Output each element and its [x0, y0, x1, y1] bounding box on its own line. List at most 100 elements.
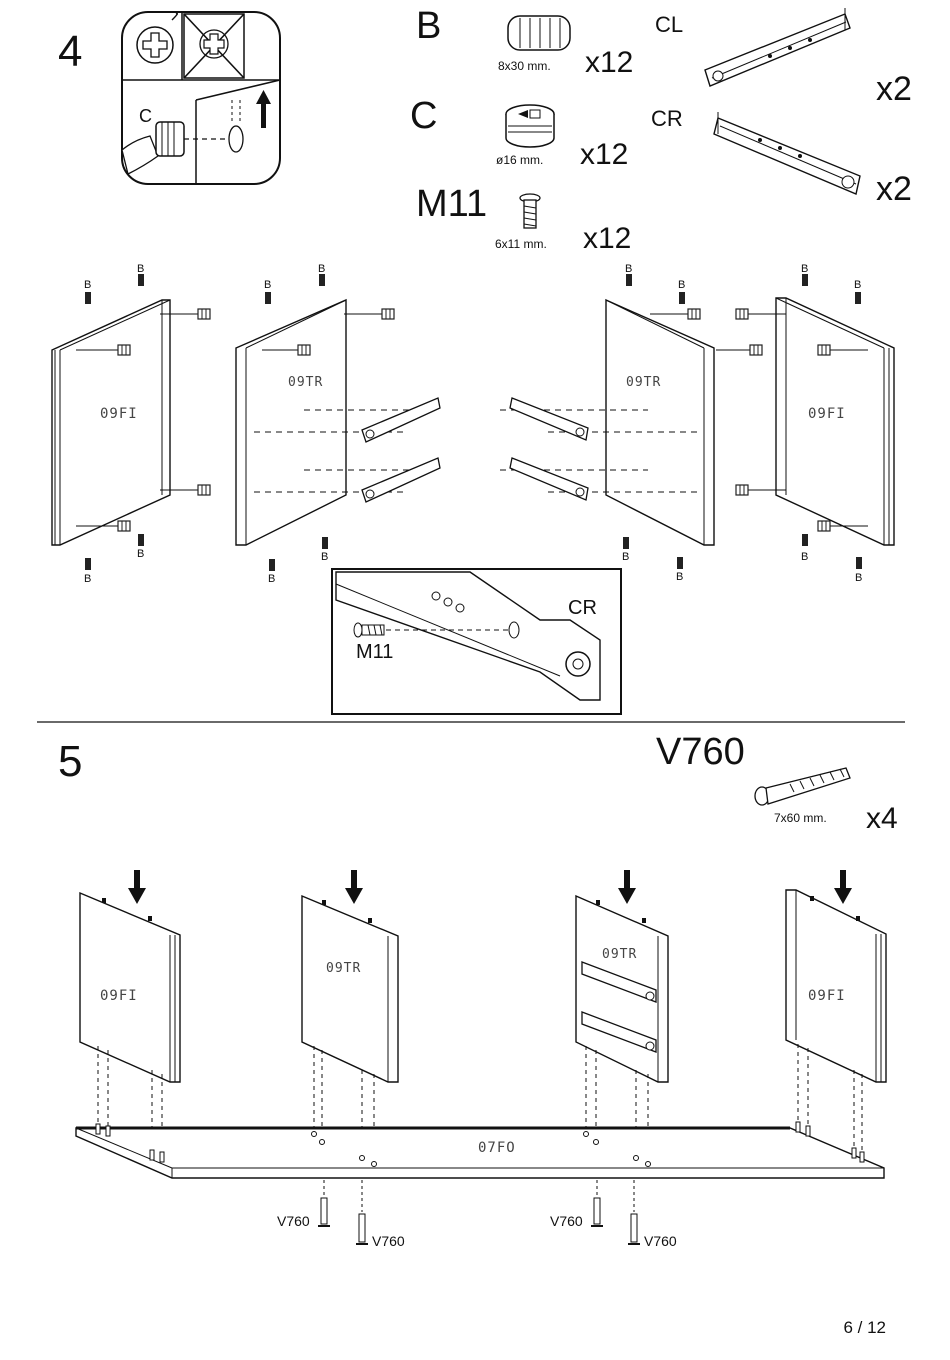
panel-09FI-right-step5: 09FI: [786, 890, 886, 1082]
dowel-marker: B: [84, 279, 91, 304]
confirmat-screw-icon: [628, 1214, 640, 1244]
confirmat-screw-icon: [591, 1198, 603, 1226]
panel-label: 09TR: [326, 961, 361, 976]
dowel-marker: B: [318, 263, 325, 286]
dowel-label: B: [854, 279, 861, 291]
cam-lock-icon: [818, 521, 830, 531]
part-C: C ø16 mm. x12: [410, 95, 628, 171]
cam-lock-icon: [118, 345, 130, 355]
dowel-label: B: [137, 263, 144, 275]
down-arrow-icon: [128, 870, 146, 904]
panel-09TR-left-step5: 09TR: [302, 896, 398, 1082]
panel-label: 09TR: [288, 375, 323, 390]
part-B-code: B: [416, 5, 441, 47]
confirmat-screw-icon: [356, 1214, 368, 1244]
part-B-size: 8x30 mm.: [498, 59, 551, 73]
panel-label: 09TR: [602, 947, 637, 962]
dowel-label: B: [622, 551, 629, 563]
dowel-label: B: [801, 551, 808, 563]
screw-label: V760: [277, 1213, 310, 1229]
screw-icon: [520, 194, 540, 228]
cam-lock-icon: [298, 345, 310, 355]
cam-lock-markers: [76, 309, 868, 531]
dowel-marker: B: [268, 559, 275, 585]
dowel-marker: B: [622, 537, 629, 563]
part-V760: V760 7x60 mm. x4: [656, 731, 898, 835]
dowel-marker: B: [137, 263, 144, 286]
cam-lock-detail: C: [122, 12, 280, 184]
cam-lock-icon: [688, 309, 700, 319]
part-C-code: C: [410, 95, 437, 137]
dowel-label: B: [321, 551, 328, 563]
cam-lock-icon: [506, 105, 554, 147]
part-CR: CR x2: [651, 106, 912, 208]
screw-label: V760: [372, 1233, 405, 1249]
part-CR-code: CR: [651, 106, 683, 131]
down-arrow-icon: [345, 870, 363, 904]
v760-screws: V760 V760 V760 V760: [277, 1180, 677, 1249]
screw-label: V760: [550, 1213, 583, 1229]
dowel-marker: B: [625, 263, 632, 286]
cam-lock-icon: [198, 309, 210, 319]
dowel-label: B: [678, 279, 685, 291]
inset-rail-label: CR: [568, 597, 597, 619]
screw-label: V760: [644, 1233, 677, 1249]
down-arrows: [128, 870, 852, 904]
detail-cam-label: C: [139, 106, 152, 126]
cam-lock-icon: [750, 345, 762, 355]
part-CR-qty: x2: [876, 170, 912, 208]
dowel-marker: B: [855, 557, 862, 584]
rail-icon: [510, 458, 588, 500]
base-panel-label: 07FO: [478, 1140, 516, 1156]
panel-09TR-right-step5: 09TR: [576, 896, 668, 1082]
dowel-label: B: [625, 263, 632, 275]
part-V760-qty: x4: [866, 802, 898, 835]
dowel-label: B: [264, 279, 271, 291]
part-CL-code: CL: [655, 12, 683, 37]
panel-label: 09FI: [100, 988, 138, 1004]
panel-label: 09TR: [626, 375, 661, 390]
part-V760-code: V760: [656, 731, 745, 773]
panel-09TR-left: 09TR: [236, 300, 346, 545]
dowel-marker: B: [676, 557, 683, 583]
step-5-number: 5: [58, 737, 82, 786]
cam-lock-icon: [736, 309, 748, 319]
dowel-marker: B: [137, 534, 144, 560]
rail-icon: [510, 398, 588, 440]
cam-lock-icon: [736, 485, 748, 495]
rail-icon: [362, 398, 440, 442]
dowel-label: B: [801, 263, 808, 275]
rail-right-icon: [714, 112, 860, 194]
confirmat-screw-icon: [755, 768, 850, 805]
page-number: 6 / 12: [843, 1318, 886, 1338]
dowel-label: B: [676, 571, 683, 583]
rail-left-icon: [705, 8, 850, 86]
inset-screw-label: M11: [356, 641, 393, 663]
down-arrow-icon: [834, 870, 852, 904]
part-CL-qty: x2: [876, 70, 912, 108]
down-arrow-icon: [618, 870, 636, 904]
part-C-qty: x12: [580, 138, 628, 171]
part-CL: CL x2: [655, 8, 912, 108]
panel-09FI-left: 09FI: [52, 300, 170, 545]
dowel-marker: B: [854, 279, 861, 304]
dowel-marker: B: [801, 534, 808, 563]
part-M11-qty: x12: [583, 222, 631, 255]
dowel-label: B: [84, 573, 91, 585]
dowel-marker: B: [321, 537, 328, 563]
part-V760-size: 7x60 mm.: [774, 811, 827, 825]
rail-screw-inset: CR M11: [332, 569, 621, 714]
part-M11: M11 6x11 mm. x12: [416, 183, 631, 255]
panel-label: 09FI: [808, 406, 846, 422]
panel-label: 09FI: [100, 406, 138, 422]
no-drill-icon: [184, 14, 244, 78]
dowel-label: B: [855, 572, 862, 584]
panel-label: 09FI: [808, 988, 846, 1004]
dowel-icon: [508, 16, 570, 50]
part-C-size: ø16 mm.: [496, 153, 543, 167]
cam-lock-icon: [818, 345, 830, 355]
dowel-label: B: [318, 263, 325, 275]
screw-icon: [354, 623, 384, 637]
confirmat-screw-icon: [318, 1198, 330, 1226]
